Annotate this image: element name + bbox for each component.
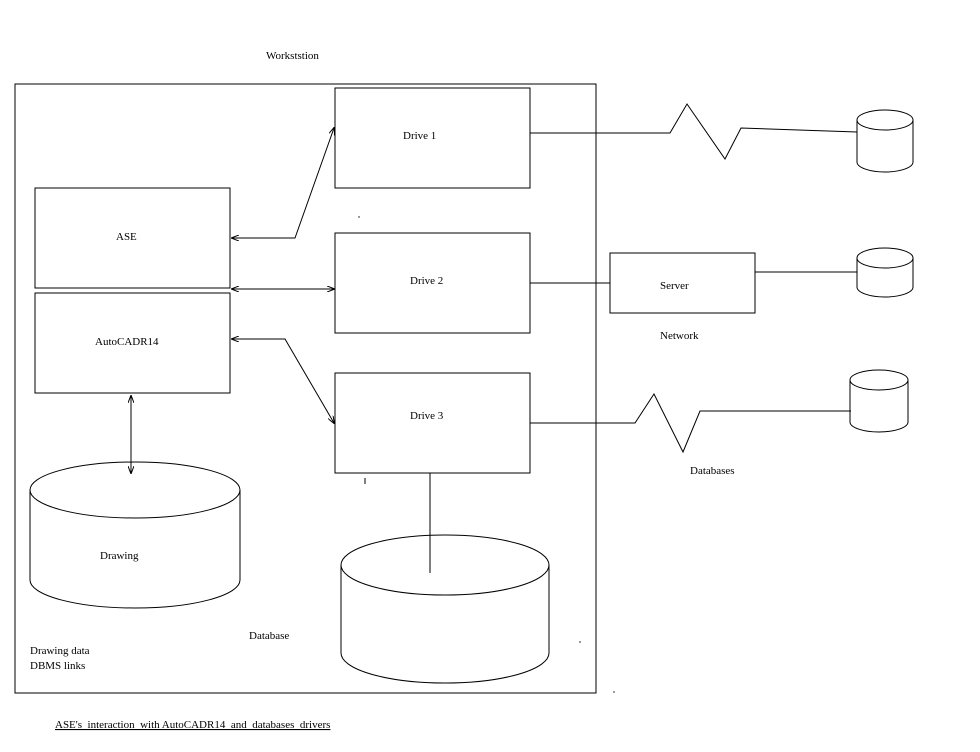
databases-label: Databases (690, 465, 735, 477)
drawing-label: Drawing (100, 550, 139, 562)
drawing-cylinder (29, 461, 241, 609)
workstation-title: Workststion (266, 50, 319, 62)
dbms-links-label: DBMS links (30, 660, 85, 672)
drive2-label: Drive 2 (410, 275, 443, 287)
workstation-frame (14, 83, 597, 694)
drive3-label: Drive 3 (410, 410, 444, 422)
drive3-box (334, 372, 531, 474)
ase-label: ASE (116, 231, 137, 243)
stray-dot (579, 641, 581, 643)
autocad-box (34, 292, 231, 394)
drawing-data-label: Drawing data (30, 645, 90, 657)
network-label: Network (660, 330, 699, 342)
database-label: Database (249, 630, 289, 642)
server-box (609, 252, 756, 314)
drive1-network-link (530, 103, 858, 160)
stray-dot (613, 691, 615, 693)
local-database-cylinder (340, 534, 550, 684)
autocad-drive3-arrow (232, 339, 334, 423)
server-label: Server (660, 280, 689, 292)
remote-database-3 (849, 369, 909, 433)
diagram-caption: ASE's interaction with AutoCADR14 and da… (55, 719, 330, 731)
ase-box (34, 187, 231, 289)
drive1-box (334, 87, 531, 189)
stray-dot (358, 216, 360, 218)
remote-database-1 (856, 109, 914, 173)
autocad-label: AutoCADR14 (95, 336, 159, 348)
drive1-label: Drive 1 (403, 130, 436, 142)
remote-database-2 (856, 247, 914, 298)
ase-drive1-arrow (232, 128, 334, 238)
drive3-network-link (530, 392, 851, 454)
